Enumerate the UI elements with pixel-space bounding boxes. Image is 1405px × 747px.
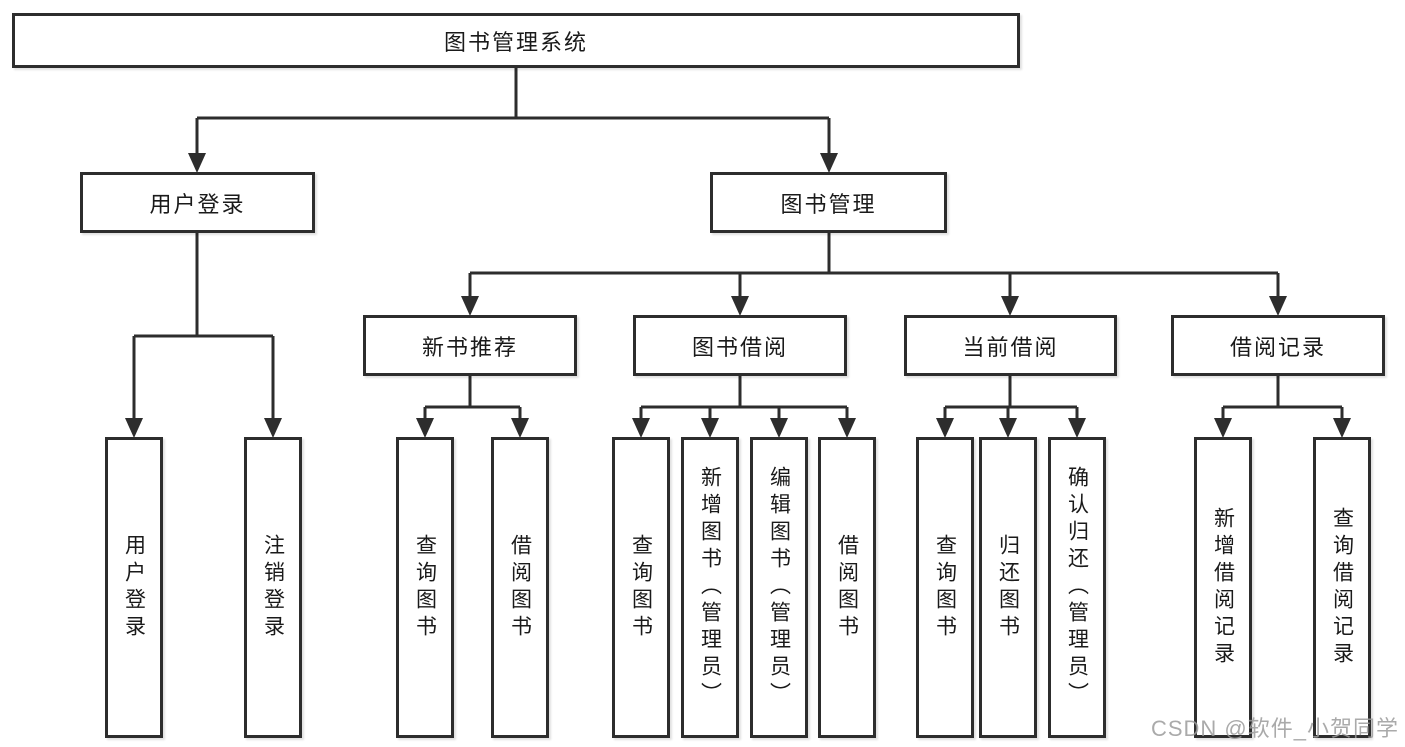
- leaf-query-books-1-label: 查询图书: [413, 533, 437, 642]
- node-borrow-records: 借阅记录: [1171, 315, 1385, 376]
- leaf-query-books-3-label: 查询图书: [933, 533, 957, 642]
- leaf-borrow-books-1: 借阅图书: [491, 437, 549, 738]
- leaf-add-borrow-record: 新增借阅记录: [1194, 437, 1252, 738]
- leaf-logout: 注销登录: [244, 437, 302, 738]
- connector-borrow-records: [1214, 376, 1351, 438]
- node-book-borrow: 图书借阅: [633, 315, 847, 376]
- leaf-edit-book-admin-label: 编辑图书（管理员）: [767, 466, 791, 709]
- leaf-query-borrow-record-label: 查询借阅记录: [1330, 506, 1354, 669]
- leaf-add-book-admin: 新增图书（管理员）: [681, 437, 739, 738]
- leaf-query-books-2-label: 查询图书: [629, 533, 653, 642]
- leaf-borrow-books-2: 借阅图书: [818, 437, 876, 738]
- leaf-add-borrow-record-label: 新增借阅记录: [1211, 506, 1235, 669]
- connector-root: [188, 68, 838, 173]
- leaf-return-books-label: 归还图书: [996, 533, 1020, 642]
- leaf-query-borrow-record: 查询借阅记录: [1313, 437, 1371, 738]
- leaf-confirm-return-admin: 确认归还（管理员）: [1048, 437, 1106, 738]
- connector-book-management: [461, 233, 1287, 316]
- leaf-return-books: 归还图书: [979, 437, 1037, 738]
- leaf-logout-label: 注销登录: [261, 533, 285, 642]
- leaf-add-book-admin-label: 新增图书（管理员）: [698, 466, 722, 709]
- leaf-borrow-books-2-label: 借阅图书: [835, 533, 859, 642]
- node-root-system: 图书管理系统: [12, 13, 1020, 68]
- connector-current-borrow: [936, 376, 1086, 438]
- leaf-edit-book-admin: 编辑图书（管理员）: [750, 437, 808, 738]
- node-new-book-recommend: 新书推荐: [363, 315, 577, 376]
- leaf-user-login-label: 用户登录: [122, 533, 146, 642]
- leaf-confirm-return-admin-label: 确认归还（管理员）: [1065, 466, 1089, 709]
- leaf-borrow-books-1-label: 借阅图书: [508, 533, 532, 642]
- connector-new-book-recommend: [416, 376, 529, 438]
- leaf-query-books-1: 查询图书: [396, 437, 454, 738]
- leaf-query-books-3: 查询图书: [916, 437, 974, 738]
- leaf-query-books-2: 查询图书: [612, 437, 670, 738]
- connector-user-login: [125, 233, 282, 438]
- node-book-management: 图书管理: [710, 172, 947, 233]
- leaf-user-login: 用户登录: [105, 437, 163, 738]
- node-user-login: 用户登录: [80, 172, 315, 233]
- connector-book-borrow: [632, 376, 856, 438]
- node-current-borrow: 当前借阅: [904, 315, 1117, 376]
